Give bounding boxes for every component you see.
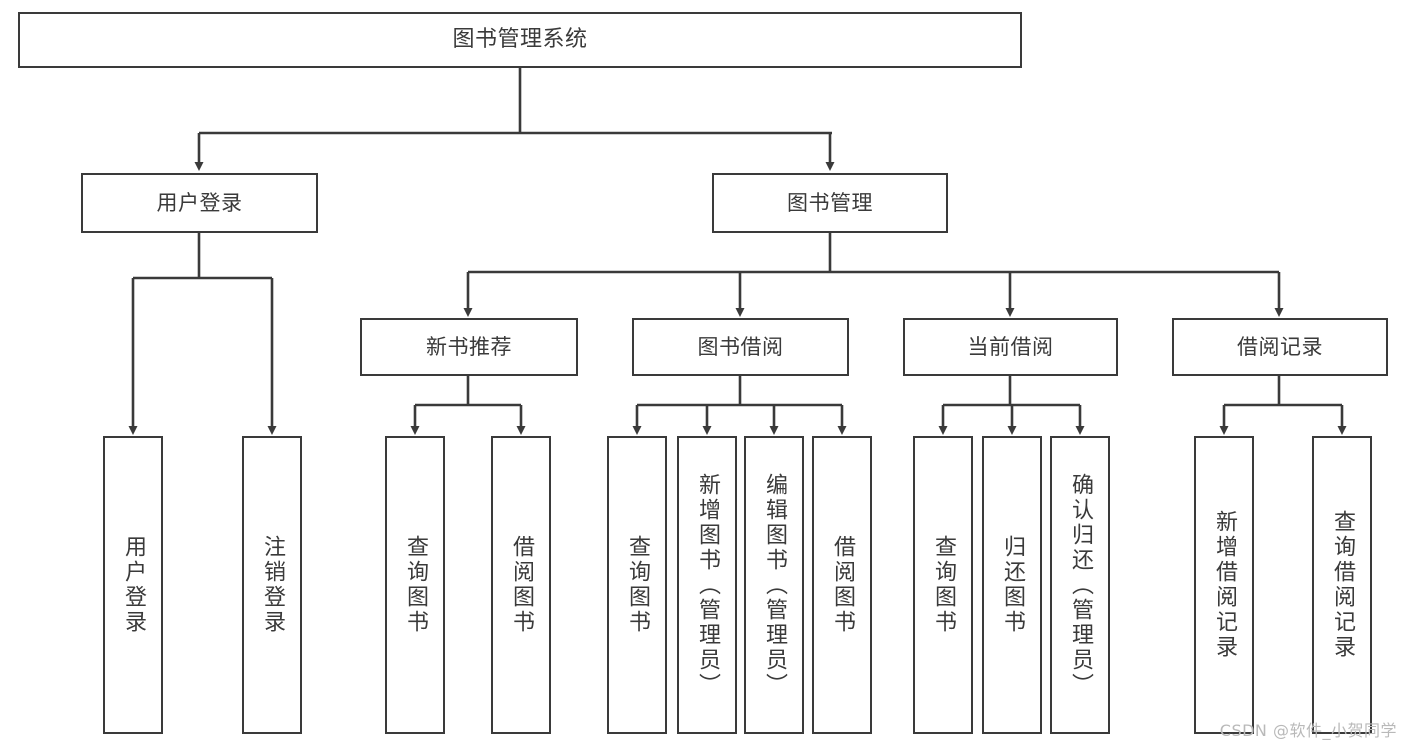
leaf-add-book[interactable]: 新增图书（管理员） [677, 436, 737, 734]
node-book-management[interactable]: 图书管理 [712, 173, 948, 233]
leaf-user-login[interactable]: 用户登录 [103, 436, 163, 734]
node-label: 归还图书 [1000, 535, 1025, 635]
leaf-borrow-book[interactable]: 借阅图书 [812, 436, 872, 734]
watermark: CSDN @软件_小贺同学 [1219, 721, 1397, 740]
node-label: 图书管理 [787, 190, 873, 215]
node-label: 借阅图书 [509, 535, 534, 635]
node-label: 图书管理系统 [452, 27, 588, 53]
node-label: 查询图书 [625, 535, 650, 635]
node-book-borrow[interactable]: 图书借阅 [632, 318, 849, 376]
node-label: 编辑图书（管理员） [762, 472, 787, 698]
leaf-query-borrow-record[interactable]: 查询借阅记录 [1312, 436, 1372, 734]
node-label: 用户登录 [156, 190, 243, 215]
node-current-borrow[interactable]: 当前借阅 [903, 318, 1118, 376]
leaf-query-book-current[interactable]: 查询图书 [913, 436, 973, 734]
node-label: 当前借阅 [967, 334, 1054, 359]
node-label: 新书推荐 [426, 334, 512, 359]
node-borrow-record[interactable]: 借阅记录 [1172, 318, 1388, 376]
leaf-confirm-return[interactable]: 确认归还（管理员） [1050, 436, 1110, 734]
node-label: 图书借阅 [697, 334, 784, 359]
node-label: 查询图书 [931, 535, 956, 635]
leaf-query-book-recommend[interactable]: 查询图书 [385, 436, 445, 734]
node-new-book-recommend[interactable]: 新书推荐 [360, 318, 578, 376]
node-label: 确认归还（管理员） [1068, 472, 1093, 698]
node-root-system[interactable]: 图书管理系统 [18, 12, 1022, 68]
leaf-edit-book[interactable]: 编辑图书（管理员） [744, 436, 804, 734]
leaf-logout[interactable]: 注销登录 [242, 436, 302, 734]
node-label: 借阅图书 [830, 535, 855, 635]
node-label: 查询图书 [403, 535, 428, 635]
leaf-return-book[interactable]: 归还图书 [982, 436, 1042, 734]
leaf-borrow-book-recommend[interactable]: 借阅图书 [491, 436, 551, 734]
node-label: 借阅记录 [1237, 334, 1323, 359]
leaf-add-borrow-record[interactable]: 新增借阅记录 [1194, 436, 1254, 734]
node-label: 查询借阅记录 [1330, 510, 1355, 660]
node-label: 新增借阅记录 [1212, 510, 1237, 660]
node-user-login[interactable]: 用户登录 [81, 173, 318, 233]
node-label: 新增图书（管理员） [695, 472, 720, 698]
leaf-query-book-borrow[interactable]: 查询图书 [607, 436, 667, 734]
node-label: 注销登录 [260, 535, 285, 635]
node-label: 用户登录 [121, 535, 146, 635]
